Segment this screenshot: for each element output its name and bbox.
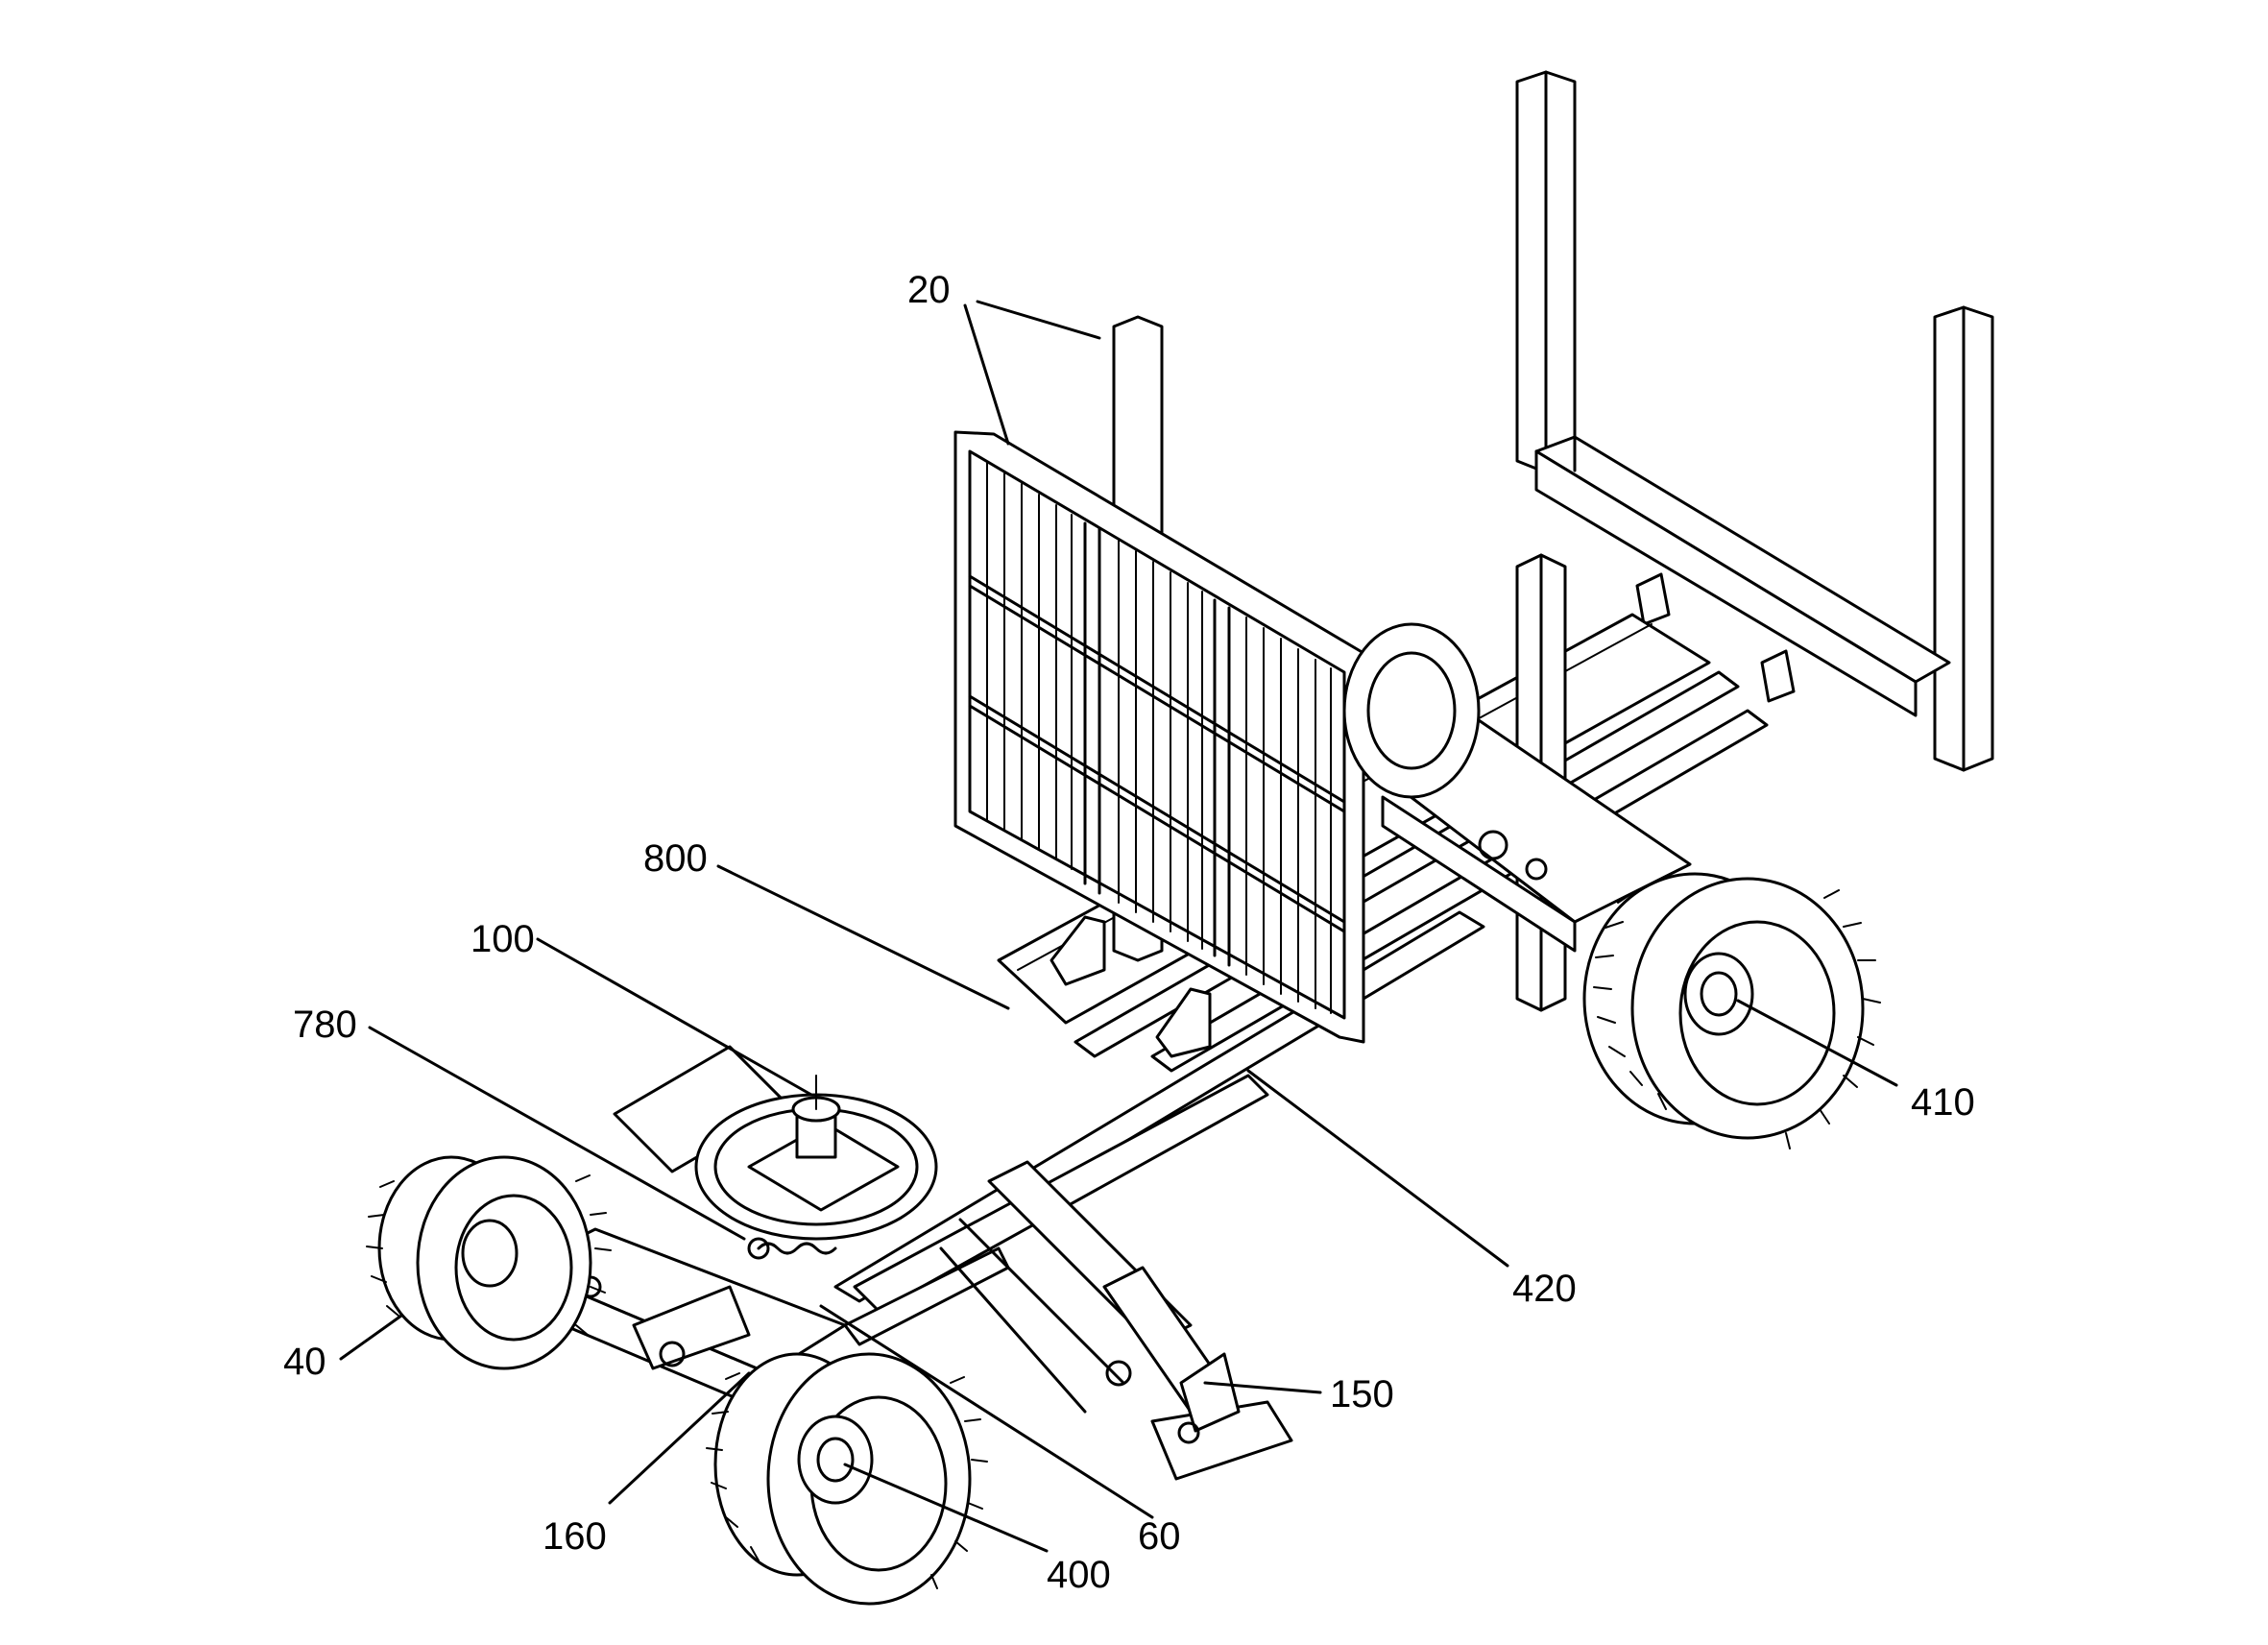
turntable [613,1045,938,1241]
label-420: 420 [1512,1268,1577,1310]
label-800: 800 [643,837,708,880]
label-400: 400 [1047,1554,1111,1596]
label-40: 40 [283,1341,326,1383]
wheel-front-left [366,1155,612,1370]
label-410: 410 [1911,1081,1975,1124]
label-150: 150 [1330,1373,1394,1415]
wheel-front-right [706,1352,988,1606]
spring-coupling [747,1237,837,1260]
outrigger-leg [939,1160,1293,1481]
leader-lines [339,300,1898,1553]
wheel-rear-right [1582,872,1881,1149]
drawbar [843,1074,1269,1346]
rear-stake-frame [1515,70,1994,772]
label-780: 780 [293,1004,357,1046]
label-100: 100 [470,918,535,960]
label-160: 160 [543,1515,607,1558]
headboard-rack [953,315,1365,1058]
wheel-rear-hidden [1342,622,1481,799]
label-60: 60 [1138,1515,1181,1558]
label-20: 20 [907,269,951,311]
